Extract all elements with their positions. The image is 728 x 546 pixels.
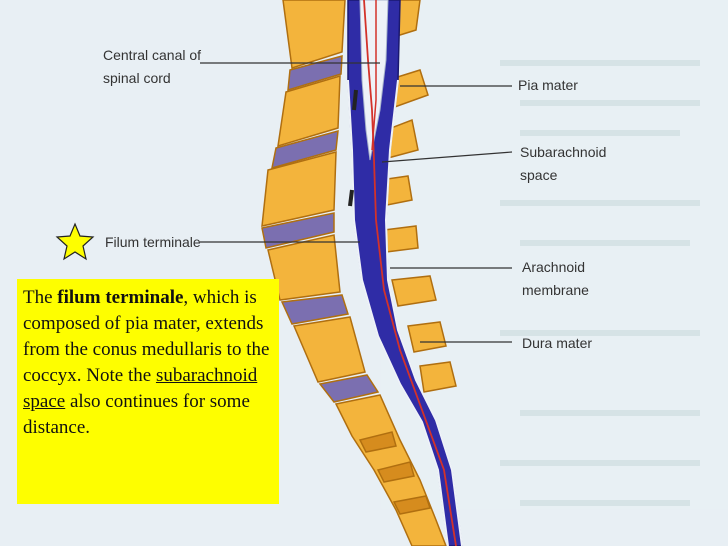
pia-mater-line (363, 0, 457, 546)
label-arachnoid-line2: membrane (522, 282, 589, 298)
label-central-canal-line1: Central canal of (103, 47, 201, 63)
vertebra (277, 74, 341, 148)
intervertebral-disc (261, 212, 335, 249)
sacral-segment (376, 461, 415, 483)
leader-lines (200, 62, 513, 343)
label-central-canal-line2: spinal cord (103, 70, 171, 86)
vertebra (282, 0, 346, 69)
caption-part1: The (23, 287, 58, 308)
arachnoid-membrane-line (384, 79, 463, 546)
label-dura-mater: Dura mater (522, 335, 592, 351)
caption-underlined-term: subarachnoid space (23, 365, 258, 412)
vertebral-column (261, 0, 447, 546)
intervertebral-disc (287, 55, 343, 92)
intervertebral-disc (318, 374, 380, 403)
caption-box: The filum terminale, which is composed o… (17, 279, 279, 504)
label-subarachnoid-line1: Subarachnoid (520, 144, 606, 160)
caption-part3: also continues for some distance. (23, 391, 250, 438)
nerve-roots (348, 89, 358, 207)
caption-part2: , which is composed of pia mater, extend… (23, 287, 270, 386)
star-icon (55, 222, 95, 261)
intervertebral-disc (280, 294, 349, 325)
label-subarachnoid-line2: space (520, 167, 558, 183)
sacral-segment (358, 431, 397, 453)
vertebra (292, 316, 366, 383)
central-canal-line (371, 0, 377, 151)
label-arachnoid-line1: Arachnoid (522, 259, 585, 275)
dura-border-line (347, 79, 449, 546)
label-pia-mater: Pia mater (518, 77, 578, 93)
caption-bold-term: filum terminale (57, 287, 184, 308)
vertebra (261, 151, 337, 227)
label-filum-terminale: Filum terminale (105, 234, 201, 250)
intervertebral-disc (271, 129, 339, 170)
sacral-segment (392, 495, 431, 515)
